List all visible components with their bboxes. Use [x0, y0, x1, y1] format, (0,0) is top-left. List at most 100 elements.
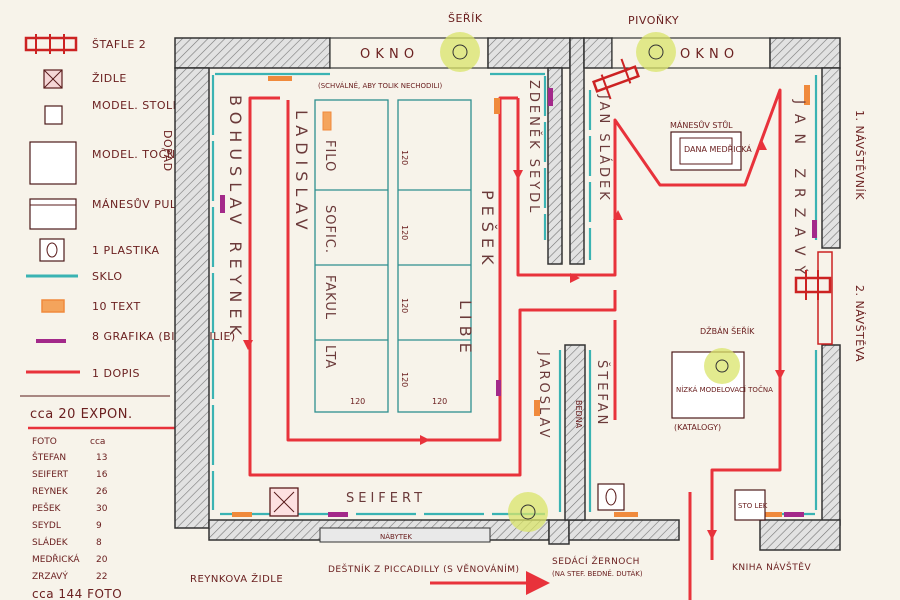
- case-value: 120: [400, 298, 409, 313]
- legend: ŠTAFLE 2 ŽIDLE MODEL. STOLEK MODEL. TOČN…: [20, 34, 236, 397]
- summary-header-foto: FOTO: [32, 437, 57, 447]
- route-arrow: [513, 170, 523, 180]
- plant-serik-top: [440, 32, 480, 72]
- label-manes-stul: MÁNESŮV STŮL: [670, 119, 733, 130]
- summary-row-name: ZRZAVÝ: [32, 570, 68, 582]
- label-serik-mid: DŽBÁN ŠEŘÍK: [700, 325, 755, 336]
- plant-pot: [648, 44, 664, 60]
- text-panel: [494, 98, 500, 114]
- label-film-3: FAKUL: [322, 275, 337, 320]
- text-panel: [534, 400, 540, 416]
- plant-pot: [715, 359, 729, 373]
- summary-row-name: SEIFERT: [32, 470, 69, 480]
- label-kniha: KNIHA NÁVŠTĚV: [732, 561, 811, 573]
- summary-row-count: 22: [96, 572, 107, 582]
- stafle-rung: [600, 74, 612, 100]
- legend-label: 8 GRAFIKA (BIBLIOFILIE): [92, 330, 236, 343]
- legend-label: MODEL. STOLEK: [92, 99, 188, 112]
- label-bedna: BEDNA: [574, 400, 583, 429]
- label-dopad: DOPAD: [161, 130, 174, 172]
- label-destnik: DEŠTNÍK Z PICCADILLY (S VĚNOVÁNÍM): [328, 563, 520, 575]
- legend-item-model-stolek: MODEL. STOLEK: [44, 99, 188, 125]
- sculpture-box: [597, 483, 625, 511]
- graphic-mark: [220, 195, 225, 213]
- text-panel: [804, 85, 810, 105]
- wall-right-upper: [821, 67, 841, 249]
- label-window-1: O K N O: [360, 47, 415, 62]
- label-jaroslav: JAROSLAV: [536, 351, 551, 441]
- label-pivonky: PIVOŇKY: [628, 14, 679, 27]
- summary-row-name: SLÁDEK: [32, 536, 69, 548]
- chair-cross: [273, 491, 295, 513]
- wall-top-mid: [487, 37, 571, 69]
- wall-top-mid2: [583, 37, 613, 69]
- legend-label: SKLO: [92, 270, 123, 283]
- turntable-icon: [29, 141, 77, 185]
- plants: [440, 32, 740, 532]
- text-panel: [614, 512, 638, 517]
- legend-item-pulpit: MÁNESŮV PULPIT: [29, 198, 195, 230]
- wall-bottom-mid: [548, 519, 570, 545]
- plant-pot: [520, 504, 536, 520]
- summary-row-name: ŠTEFAN: [32, 451, 66, 463]
- label-jan-zrzavy: JAN ZRZAVÝ: [791, 99, 808, 284]
- label-ladislav: LADISLAV: [292, 110, 311, 236]
- legend-item-model-tocna: MODEL. TOČNA: [29, 141, 184, 185]
- label-katalogy: (KATALOGY): [674, 423, 721, 432]
- route-arrow: [613, 210, 623, 220]
- label-nizka-tocna: NÍZKÁ MODELOVACÍ TOČNA: [676, 385, 773, 394]
- legend-label: ŠTAFLE 2: [92, 38, 146, 51]
- route-path-left: [248, 96, 617, 477]
- route-arrow: [757, 140, 767, 150]
- case-value: 120: [432, 397, 447, 406]
- label-bohuslav-reynek: BOHUSLAV REYNEK: [226, 95, 245, 341]
- plant-bottom: [508, 492, 548, 532]
- label-window-note: (SCHVÁLNĚ, ABY TOLIK NECHODILI): [318, 81, 442, 90]
- label-window-2: O K N O: [680, 47, 735, 62]
- plan-labels: ŠEŘÍK PIVOŇKY O K N O O K N O (SCHVÁLNĚ,…: [161, 12, 866, 585]
- wall-top-right: [769, 37, 841, 69]
- wall-divider-1: [569, 37, 585, 265]
- legend-item-dopis: 1 DOPIS: [26, 367, 139, 380]
- text-panel: [762, 512, 782, 517]
- graphic-mark: [812, 220, 817, 238]
- graphic-mark: [328, 512, 348, 517]
- legend-item-zidle: ŽIDLE: [43, 69, 126, 89]
- case-value: 120: [400, 150, 409, 165]
- wall-left: [174, 67, 210, 529]
- exhibit-marks: [220, 76, 817, 517]
- route-arrow: [243, 340, 253, 350]
- wall-top-left: [174, 37, 331, 69]
- summary-row-name: SEYDL: [32, 521, 61, 531]
- label-reynkova-zidle: REYNKOVA ŽIDLE: [190, 572, 283, 585]
- stafle-rung: [620, 58, 632, 84]
- label-film-1: FILO: [322, 140, 337, 172]
- graphic-mark: [496, 380, 501, 396]
- chair-icon-cross: [43, 69, 63, 89]
- plant-pivonky: [636, 32, 676, 72]
- legend-label: MÁNESŮV PULPIT: [92, 198, 195, 211]
- case-right: [397, 99, 472, 413]
- stool-visitors: [734, 489, 766, 521]
- summary-row-name: REYNEK: [32, 487, 69, 497]
- summary-row-count: 8: [96, 538, 102, 548]
- route-path-inner: [286, 96, 518, 442]
- label-sedaci-note: (NA STEF. BEDNĚ. DUTÁK): [552, 569, 643, 578]
- label-navstevnik-2: 2. NÁVŠTĚVA: [853, 285, 866, 362]
- label-jan-sladek: JAN SLÁDEK: [596, 94, 612, 203]
- legend-label: MODEL. TOČNA: [92, 148, 184, 161]
- wall-divider-1b: [547, 67, 563, 265]
- summary-row-name: MEDŘICKÁ: [32, 553, 80, 565]
- plant-serik-mid: [704, 348, 740, 384]
- summary-total: cca 144 FOTO: [32, 587, 122, 600]
- stafle: [592, 65, 640, 93]
- summary-row-count: 30: [96, 504, 108, 514]
- sculpture-icon-oval: [46, 242, 58, 258]
- summary-row-count: 16: [96, 470, 108, 480]
- stafle-right: [794, 276, 832, 294]
- label-film-2: SOFIC.: [322, 205, 337, 254]
